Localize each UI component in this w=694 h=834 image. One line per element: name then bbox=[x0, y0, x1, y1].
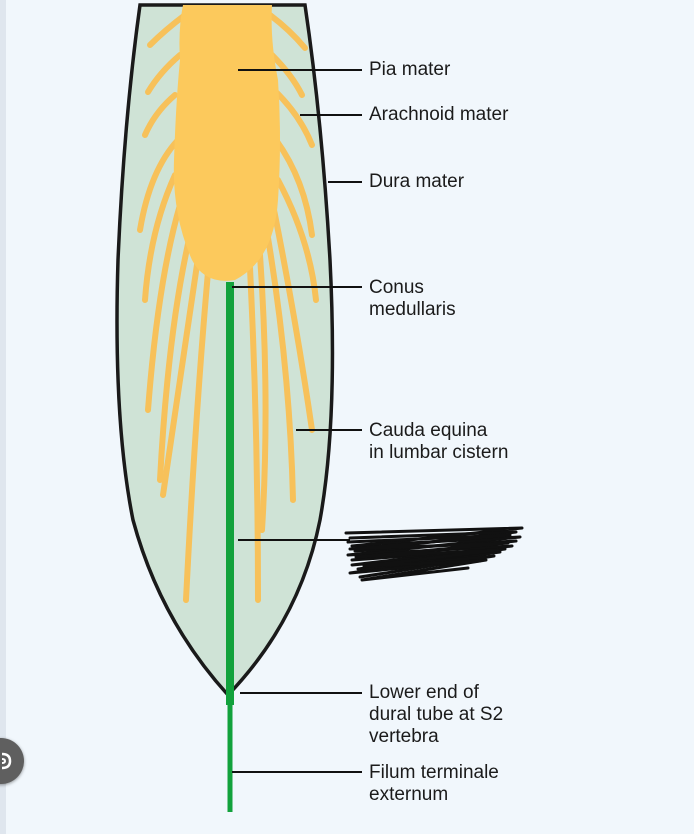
nerve-root bbox=[157, 232, 193, 483]
label-arachnoid-mater: Arachnoid mater bbox=[369, 104, 509, 125]
redaction-scribble bbox=[344, 526, 524, 582]
nerve-root bbox=[183, 269, 211, 603]
nerve-root bbox=[269, 52, 305, 98]
partial-circle-button-icon bbox=[1, 752, 12, 770]
label-cauda-equina: Cauda equina in lumbar cistern bbox=[369, 420, 509, 463]
leader-lines bbox=[232, 69, 362, 773]
left-frame-edge bbox=[0, 0, 6, 834]
label-conus-medullaris: Conus medullaris bbox=[369, 277, 456, 320]
label-filum-terminale-externum: Filum terminale externum bbox=[369, 762, 499, 805]
nerve-root bbox=[137, 137, 181, 233]
label-lower-end-dural-tube: Lower end of dural tube at S2 vertebra bbox=[369, 682, 504, 747]
label-pia-mater: Pia mater bbox=[369, 59, 451, 80]
nerve-root bbox=[160, 255, 201, 498]
nerve-root bbox=[247, 265, 261, 603]
label-dura-mater: Dura mater bbox=[369, 171, 465, 192]
nerve-root bbox=[267, 12, 308, 51]
nerve-root bbox=[142, 92, 178, 138]
nerve-root bbox=[142, 172, 178, 303]
nerve-root bbox=[273, 137, 315, 238]
nerve-roots bbox=[137, 12, 319, 603]
nerve-root bbox=[145, 202, 183, 413]
nerve-root bbox=[265, 235, 296, 503]
nerve-root bbox=[145, 52, 183, 95]
nerve-root bbox=[257, 252, 269, 533]
nerve-root bbox=[271, 207, 315, 433]
spinal-cord bbox=[173, 5, 280, 281]
